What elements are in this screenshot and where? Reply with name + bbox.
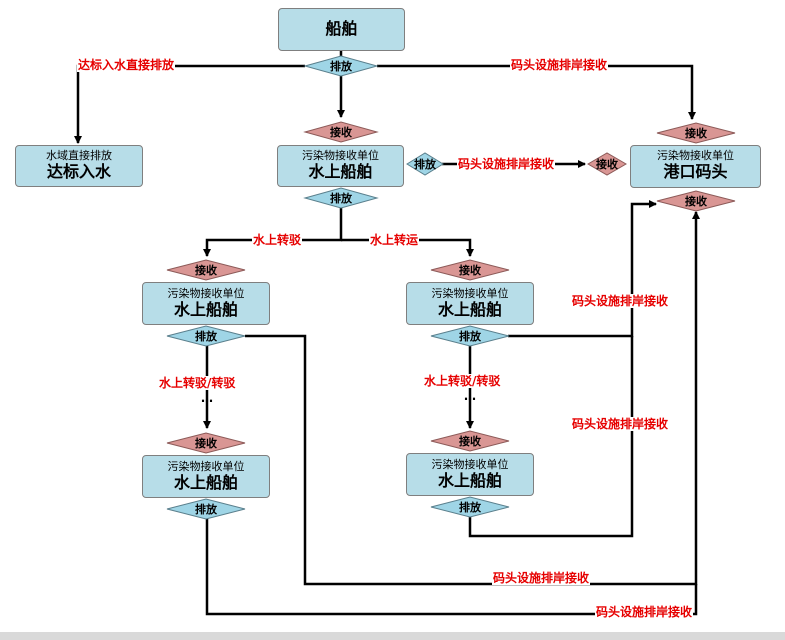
receive-diamond-left-2: 接收 — [166, 432, 246, 454]
port-box: 污染物接收单位 港口码头 — [630, 145, 761, 188]
receive-label: 接收 — [685, 195, 707, 208]
right-receiver-1-main: 水上船舶 — [437, 300, 502, 319]
receive-diamond-left-1: 接收 — [166, 259, 246, 281]
discharge-diamond-right-2: 排放 — [430, 496, 510, 518]
discharge-label: 排放 — [330, 192, 352, 205]
receive-label: 接收 — [459, 435, 481, 448]
right-receiver-box-2: 污染物接收单位 水上船舶 — [406, 453, 534, 496]
discharge-label: 排放 — [414, 158, 436, 171]
receive-label: 接收 — [330, 126, 352, 139]
receive-label: 接收 — [195, 264, 217, 277]
receive-diamond-right-2: 接收 — [430, 430, 510, 452]
discharge-diamond-top: 排放 — [303, 55, 379, 77]
discharge-label: 排放 — [195, 503, 217, 516]
receive-diamond-right-1: 接收 — [430, 259, 510, 281]
left-receiver-2-sub: 污染物接收单位 — [167, 460, 245, 473]
edge-label-shore-receive-top: 码头设施排岸接收 — [510, 58, 609, 72]
middle-receiver-box: 污染物接收单位 水上船舶 — [277, 145, 404, 187]
receive-label: 接收 — [459, 264, 481, 277]
edge-label-shore-receive-bottom-1: 码头设施排岸接收 — [492, 571, 591, 585]
edge-label-shore-receive-bottom-2: 码头设施排岸接收 — [595, 605, 694, 619]
receive-label: 接收 — [195, 437, 217, 450]
ship-box: 船舶 — [278, 8, 405, 51]
left-receiver-box-1: 污染物接收单位 水上船舶 — [142, 282, 270, 325]
edge-label-shore-receive-middle: 码头设施排岸接收 — [457, 157, 556, 171]
ellipsis-right: … — [464, 389, 476, 403]
right-receiver-2-main: 水上船舶 — [437, 471, 502, 490]
receive-diamond-middle: 接收 — [303, 121, 379, 143]
water-direct-sub: 水域直接排放 — [46, 149, 112, 162]
discharge-diamond-middle-side: 排放 — [406, 152, 444, 176]
left-receiver-box-2: 污染物接收单位 水上船舶 — [142, 455, 270, 498]
receive-diamond-port-side: 接收 — [587, 152, 627, 176]
edge-label-transfer-repeat-left: 水上转驳/转驳 — [158, 376, 237, 390]
receive-label: 接收 — [596, 158, 618, 171]
water-direct-main: 达标入水 — [46, 162, 111, 181]
edge-label-water-transport: 水上转运 — [369, 233, 420, 247]
receive-label: 接收 — [685, 127, 707, 140]
port-sub: 污染物接收单位 — [657, 149, 734, 162]
receive-diamond-port-top: 接收 — [656, 122, 736, 144]
receive-diamond-port-bottom: 接收 — [656, 190, 736, 212]
edge-label-water-transfer: 水上转驳 — [252, 233, 303, 247]
edge-label-shore-receive-right-2: 码头设施排岸接收 — [571, 417, 670, 431]
discharge-label: 排放 — [459, 501, 481, 514]
edge-label-direct-discharge: 达标入水直接排放 — [77, 58, 176, 72]
right-receiver-1-sub: 污染物接收单位 — [431, 287, 509, 300]
left-receiver-2-main: 水上船舶 — [173, 473, 238, 492]
middle-receiver-sub: 污染物接收单位 — [302, 149, 379, 162]
left-receiver-1-sub: 污染物接收单位 — [167, 287, 245, 300]
discharge-label: 排放 — [459, 330, 481, 343]
discharge-diamond-middle: 排放 — [303, 187, 379, 209]
edge-label-transfer-repeat-right: 水上转驳/转驳 — [423, 374, 502, 388]
port-main: 港口码头 — [663, 162, 728, 181]
discharge-diamond-left-1: 排放 — [166, 325, 246, 347]
ellipsis-left: … — [201, 391, 213, 405]
right-receiver-box-1: 污染物接收单位 水上船舶 — [406, 282, 534, 325]
right-receiver-2-sub: 污染物接收单位 — [431, 458, 509, 471]
discharge-diamond-right-1: 排放 — [430, 325, 510, 347]
bottom-divider — [0, 632, 785, 640]
discharge-label: 排放 — [330, 60, 352, 73]
discharge-label: 排放 — [195, 330, 217, 343]
middle-receiver-main: 水上船舶 — [308, 162, 373, 181]
left-receiver-1-main: 水上船舶 — [173, 300, 238, 319]
ship-label: 船舶 — [325, 19, 358, 38]
edge-label-shore-receive-right-1: 码头设施排岸接收 — [571, 294, 670, 308]
discharge-diamond-left-2: 排放 — [166, 498, 246, 520]
water-direct-box: 水域直接排放 达标入水 — [15, 145, 143, 187]
